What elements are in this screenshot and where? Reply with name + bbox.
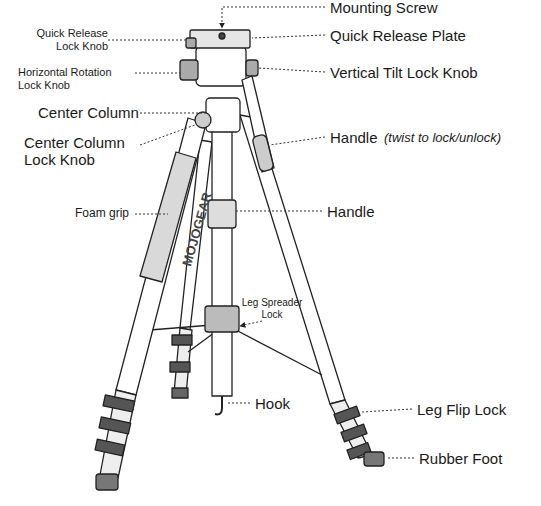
part-label: Leg Spreader Lock	[236, 297, 308, 320]
part-label: Mounting Screw	[330, 0, 438, 16]
part-label: Horizontal Rotation Lock Knob	[18, 66, 130, 91]
part-label: Quick Release Lock Knob	[28, 27, 108, 52]
part-label: Center Column Lock Knob	[24, 134, 140, 169]
part-label: Foam grip	[75, 207, 129, 221]
part-label: Quick Release Plate	[330, 27, 466, 44]
part-label: Handle	[330, 129, 378, 146]
part-label: Vertical Tilt Lock Knob	[330, 64, 478, 81]
part-label: Handle	[327, 203, 375, 220]
part-label: Hook	[255, 395, 290, 412]
part-label: Rubber Foot	[419, 450, 502, 467]
part-note: (twist to lock/unlock)	[384, 131, 501, 146]
part-label: Center Column	[38, 104, 139, 121]
part-label: Leg Flip Lock	[417, 401, 506, 418]
